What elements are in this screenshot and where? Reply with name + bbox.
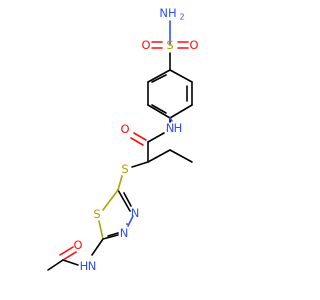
atom-label-o-sulfonyl-right: O [189, 38, 198, 52]
atom-labels: NH 2 S O O O N H S S N N N H O [73, 6, 198, 273]
bond-c5-n4-inner [123, 192, 132, 207]
atom-label-h-amide: H [174, 121, 183, 135]
bond-c-o-1 [133, 132, 147, 141]
bond-ring-inner-3 [151, 74, 167, 83]
bond-ring-4 [147, 104, 171, 119]
atom-label-h-acetamido: H [80, 259, 89, 273]
bonds [47, 20, 193, 271]
bond-acetyl-o-2 [59, 246, 74, 256]
bond-ring-1 [169, 69, 193, 83]
atom-label-nh2-subscript: 2 [179, 13, 184, 22]
atom-label-n-acetamido: N [88, 259, 97, 273]
atom-label-n-amide: N [166, 121, 175, 135]
bond-nh-co [62, 259, 79, 266]
bond-s-c5 [117, 175, 123, 191]
bond-c2-n3-inner [107, 232, 119, 237]
atom-label-o-sulfonyl-left: O [141, 38, 150, 52]
atom-label-n-ring-1: N [131, 206, 140, 220]
bond-ring-inner-2 [151, 104, 167, 114]
atom-label-s-sulfonyl: S [166, 38, 173, 52]
bond-n-ring-stub [169, 117, 173, 122]
bond-n-carbonyl [147, 132, 165, 143]
bond-co-ch3 [47, 259, 64, 271]
bond-ring-3 [169, 104, 193, 119]
bond-c2-s1 [98, 220, 104, 240]
bond-c5-n4 [117, 189, 131, 212]
bond-ch2-ch3 [169, 149, 193, 163]
bond-n4-n3-link [127, 215, 134, 227]
atom-label-nh2: NH [159, 6, 176, 20]
bond-ring-6 [147, 69, 171, 83]
atom-label-s-thioether: S [121, 162, 128, 176]
bond-c-o-2 [130, 137, 144, 146]
atom-label-o-acetyl: O [73, 238, 82, 252]
bond-alpha-s [131, 161, 149, 168]
bond-c2-nh [91, 238, 104, 256]
bond-n3-c2 [102, 234, 119, 240]
bond-alpha-ch2 [147, 149, 171, 163]
bond-acetyl-o-1 [62, 251, 77, 261]
atom-label-s-ring: S [93, 207, 100, 221]
atom-label-n-ring-2: N [120, 226, 129, 240]
bond-s1-c5 [102, 189, 119, 211]
atom-label-o-amide: O [120, 122, 129, 136]
molecule-diagram: NH 2 S O O O N H S S N N N H O [47, 6, 199, 273]
